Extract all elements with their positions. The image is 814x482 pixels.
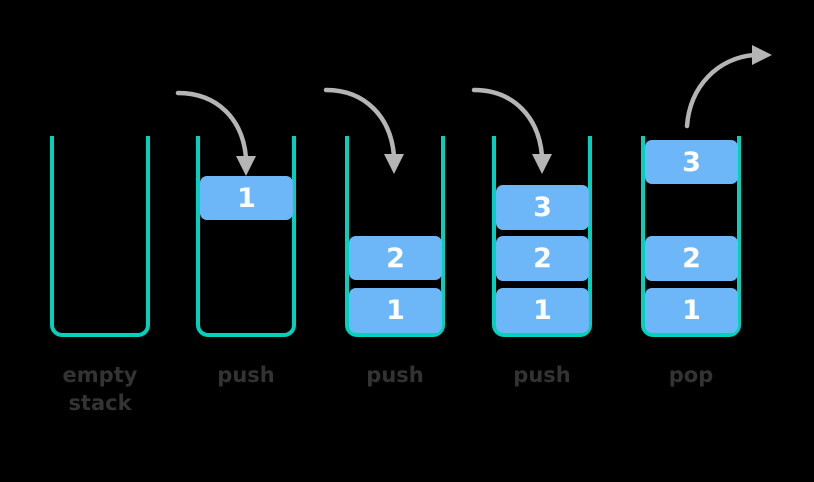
stack-item: 1 [349,288,442,333]
stack-item: 1 [200,176,293,220]
stack-vessel-push-3 [492,136,592,337]
stack-item: 3 [496,185,589,230]
stack-label-push-1: push [217,363,275,387]
pop-arrow [684,45,772,129]
stack-item-popped: 3 [645,140,738,184]
stack-vessel-push-1 [196,136,296,337]
stack-label-pop: pop [668,363,714,387]
stack-label-empty: empty stack [62,363,138,415]
stack-item: 2 [349,236,442,280]
stack-item: 1 [496,288,589,333]
stack-vessel-push-2 [345,136,445,337]
stack-label-push-3: push [513,363,571,387]
stack-item: 2 [496,236,589,281]
stack-vessel-pop [641,136,741,337]
stack-vessel-empty [50,136,150,337]
stack-item: 1 [645,288,738,333]
stack-label-push-2: push [366,363,424,387]
stack-item: 2 [645,236,738,281]
